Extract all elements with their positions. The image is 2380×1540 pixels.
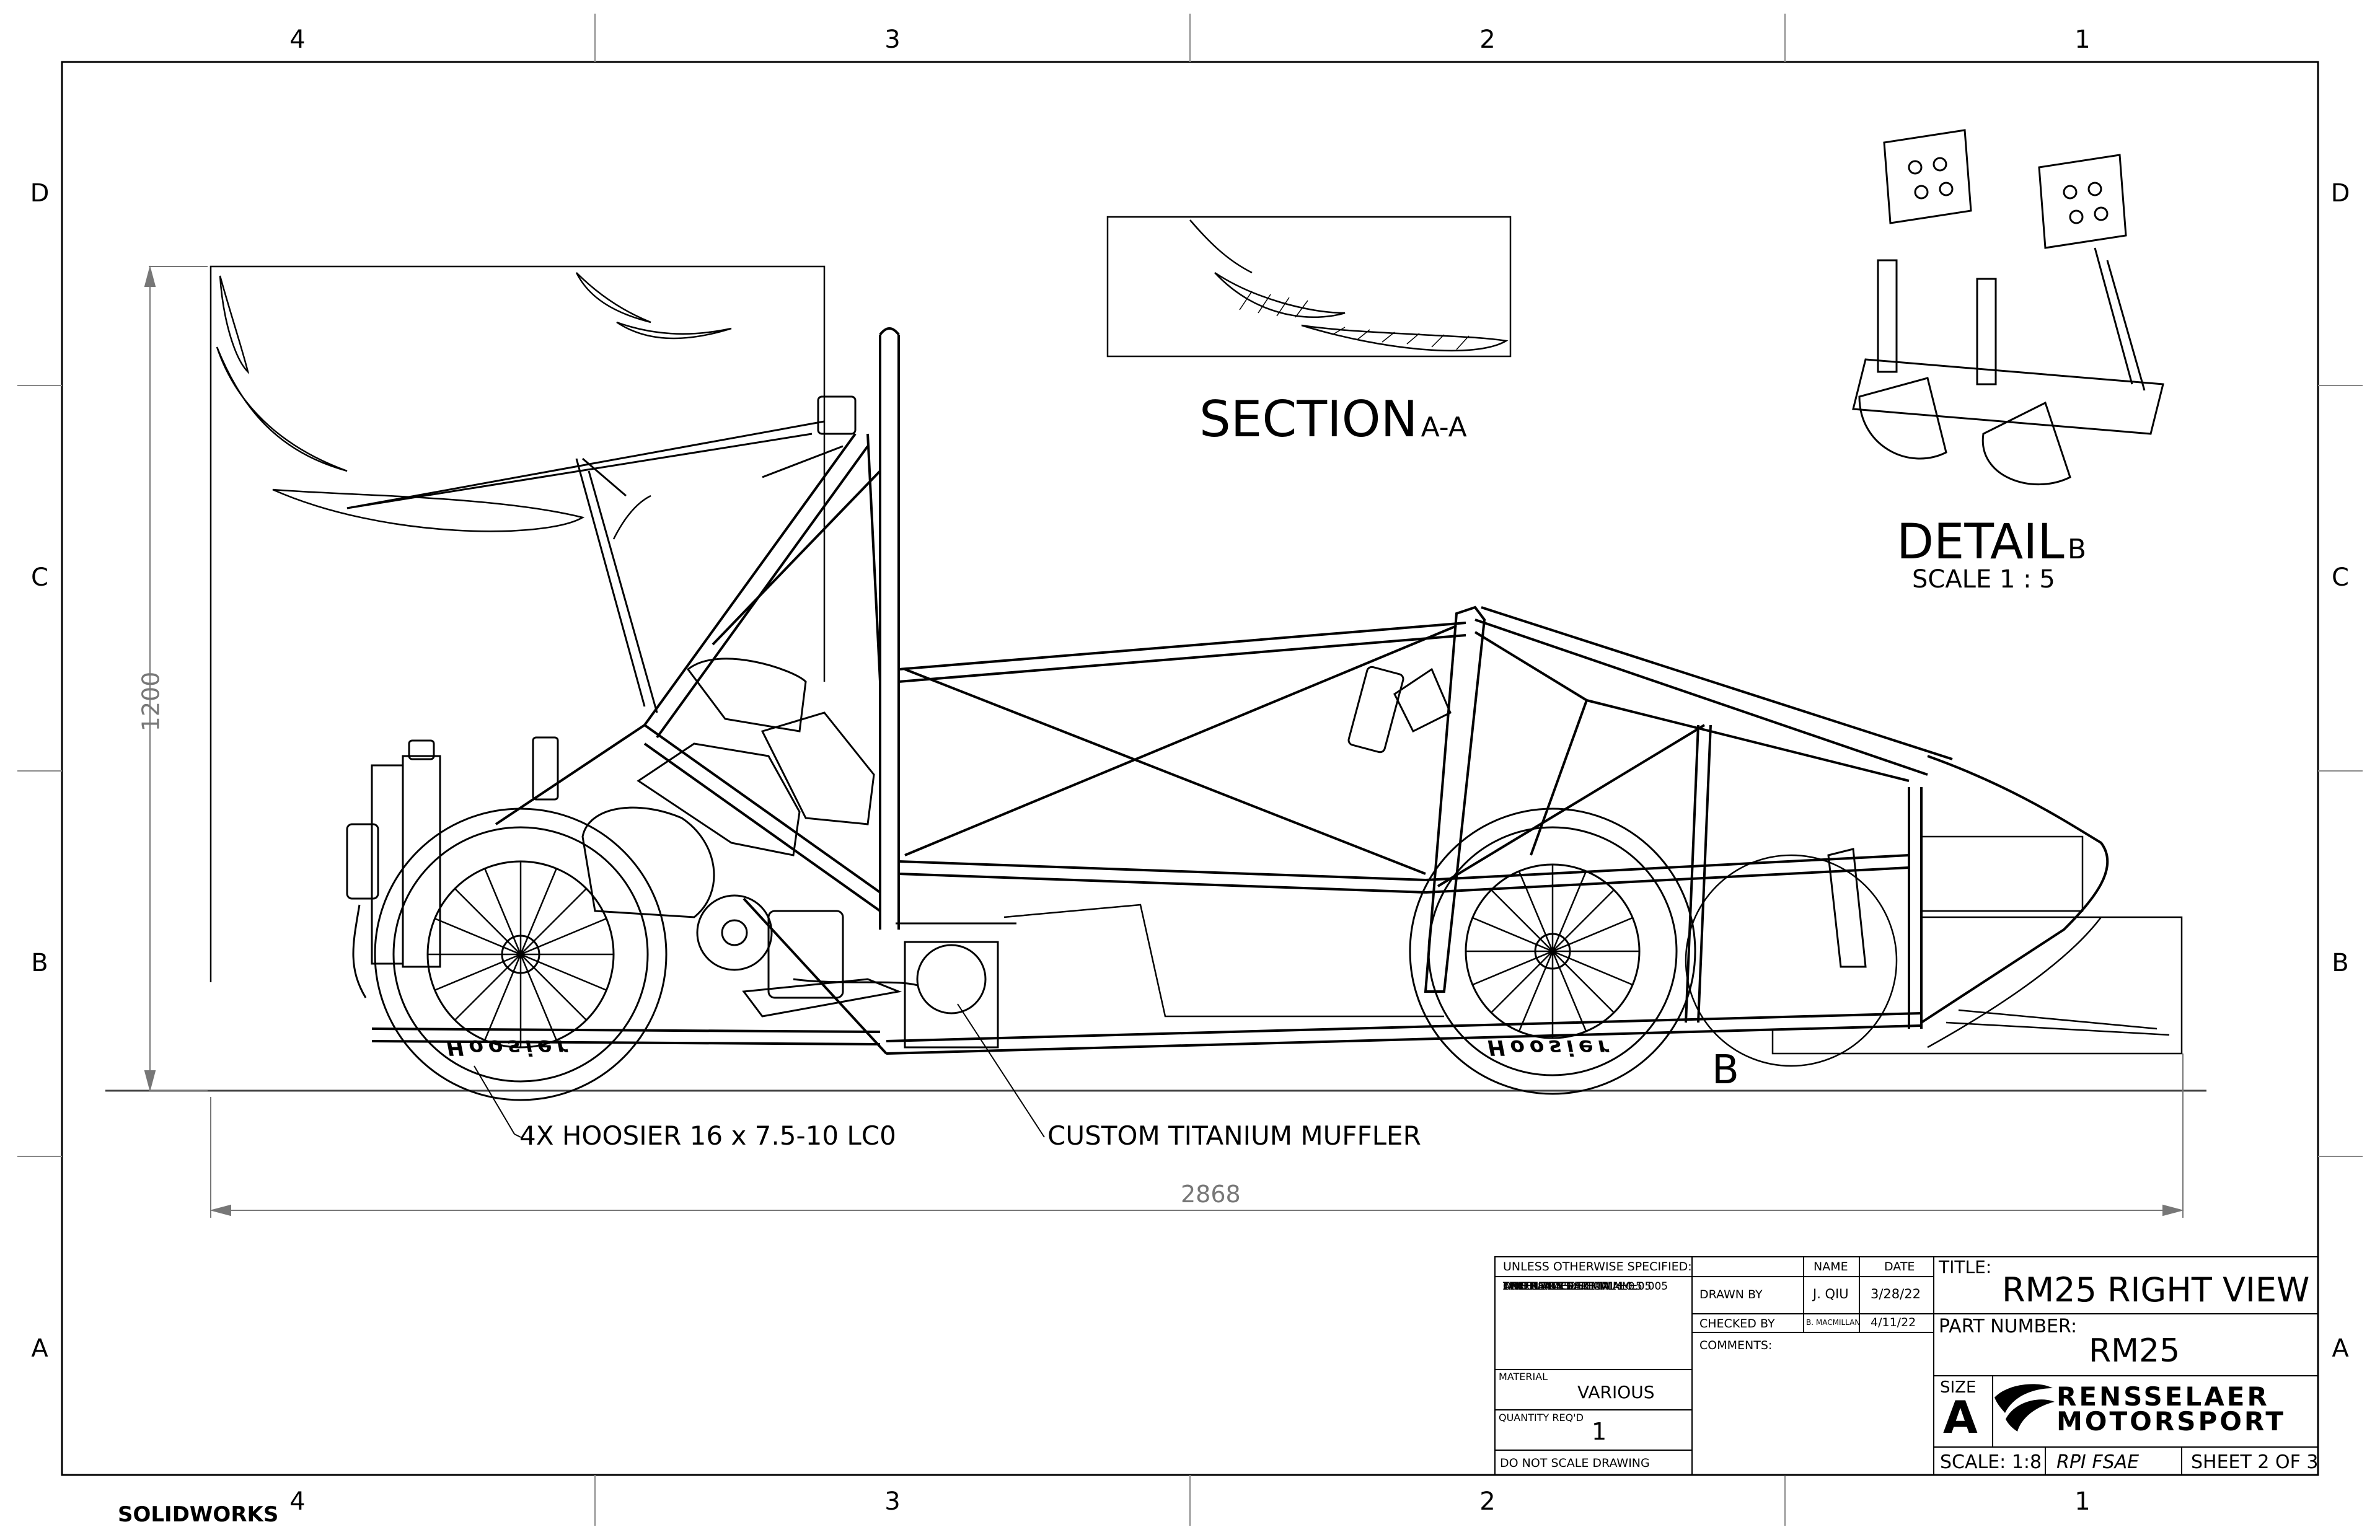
zone-col-4-top: 4 (289, 25, 306, 54)
zone-row-d-left: D (30, 179, 50, 208)
length-dimension (209, 1054, 2184, 1218)
part-number-label: PART NUMBER: (1939, 1316, 2078, 1337)
detail-title: DETAIL B (1897, 514, 2086, 570)
leader-lines (474, 1003, 1045, 1138)
wing-struts (346, 420, 844, 713)
rear-wheel (374, 807, 668, 1101)
detail-marker-label: B (1712, 1047, 1739, 1093)
radiator (346, 739, 441, 998)
muffler-callout: CUSTOM TITANIUM MUFFLER (1047, 1120, 1421, 1151)
section-id: A-A (1421, 411, 1467, 443)
title-block (1494, 1256, 2319, 1476)
tolerances-heading: UNLESS OTHERWISE SPECIFIED: (1503, 1260, 1692, 1274)
height-dimension-value: 1200 (137, 671, 165, 732)
tolerance-line: DIMENSIONS ARE IN MM (1503, 1280, 1631, 1293)
zone-row-c-left: C (31, 563, 48, 592)
logo-line-1: RENSSELAER (2056, 1381, 2270, 1412)
zone-col-4-bottom: 4 (289, 1487, 306, 1516)
zone-col-1-bottom: 1 (2074, 1487, 2091, 1516)
tolerance-line: ONE PLACE DECIMAL ±0.5 (1503, 1280, 1642, 1293)
zone-col-3-bottom: 3 (884, 1487, 901, 1516)
zone-col-1-top: 1 (2074, 25, 2091, 54)
floor (1003, 835, 2183, 1055)
tolerance-line: TWO PLACE DECIMAL ±0.05 (1503, 1280, 1652, 1293)
logo-line-2: MOTORSPORT (2056, 1406, 2286, 1437)
tolerance-line: TOLERANCES: (1503, 1280, 1577, 1293)
drawn-by-name: J. QIU (1813, 1287, 1849, 1301)
checked-by-name: B. MACMILLAN (1806, 1318, 1861, 1327)
detail-b-circle (1685, 854, 1898, 1067)
tire-callout: 4X HOOSIER 16 x 7.5-10 LC0 (519, 1120, 896, 1151)
tolerance-line: THREE PLACE DECIMAL ±0.005 (1503, 1280, 1668, 1293)
comments-label: COMMENTS: (1699, 1339, 1773, 1352)
logo-mark (1994, 1384, 2055, 1432)
section-label: SECTION (1199, 390, 1418, 448)
zone-row-b-left: B (31, 949, 48, 977)
material-label: MATERIAL (1499, 1371, 1548, 1383)
front-tire-text: Hoosier (1488, 1035, 1613, 1060)
quantity-value: 1 (1592, 1418, 1607, 1445)
title-value: RM25 RIGHT VIEW (2002, 1270, 2310, 1309)
zone-row-a-right: A (2332, 1334, 2349, 1363)
drawn-by-date: 3/28/22 (1871, 1287, 1921, 1301)
rear-wing (209, 265, 826, 982)
zone-col-2-bottom: 2 (1479, 1487, 1496, 1516)
software-label: SOLIDWORKS (118, 1502, 279, 1527)
muffler (793, 922, 1016, 1049)
name-header: NAME (1814, 1260, 1848, 1274)
detail-id: B (2067, 534, 2087, 565)
detail-scale: SCALE 1 : 5 (1912, 565, 2055, 594)
size-label: SIZE (1940, 1378, 1977, 1397)
title-label: TITLE: (1939, 1257, 1992, 1277)
no-scale-note: DO NOT SCALE DRAWING (1500, 1456, 1650, 1470)
rear-rocker (532, 395, 857, 801)
quantity-label: QUANTITY REQ'D (1499, 1412, 1584, 1423)
section-view (1106, 216, 1512, 358)
logo-text: RENSSELAER MOTORSPORT (2056, 1381, 2286, 1437)
org-value: RPI FSAE (2056, 1451, 2140, 1473)
date-header: DATE (1884, 1260, 1915, 1274)
rear-tire-text: Hoosier (446, 1035, 572, 1060)
zone-ticks (17, 14, 2363, 1526)
steering-column (1347, 666, 1867, 968)
checked-by-label: CHECKED BY (1699, 1317, 1775, 1331)
zone-col-2-top: 2 (1479, 25, 1496, 54)
scale-value: SCALE: 1:8 (1940, 1451, 2042, 1473)
zone-row-c-right: C (2332, 563, 2349, 592)
material-value: VARIOUS (1577, 1382, 1655, 1402)
engine (581, 658, 902, 1018)
sheet-value: SHEET 2 OF 3 (2191, 1451, 2319, 1473)
checked-by-date: 4/11/22 (1871, 1316, 1916, 1329)
drawn-by-label: DRAWN BY (1699, 1288, 1763, 1301)
size-value: A (1943, 1391, 1978, 1443)
tolerance-line: ANGULAR ±0.5° (1503, 1280, 1589, 1293)
part-number-value: RM25 (2089, 1332, 2180, 1370)
zone-row-b-right: B (2332, 949, 2349, 977)
length-dimension-value: 2868 (1181, 1181, 1241, 1208)
front-wheel (1409, 807, 1696, 1095)
pedal-box-detail (1852, 129, 2164, 486)
zone-col-3-top: 3 (884, 25, 901, 54)
zone-row-a-left: A (31, 1334, 48, 1363)
section-title: SECTION A-A (1199, 390, 1467, 448)
height-dimension (144, 265, 208, 1092)
zone-row-d-right: D (2330, 179, 2350, 208)
detail-label: DETAIL (1897, 514, 2065, 570)
chassis-frame (371, 327, 2109, 1055)
